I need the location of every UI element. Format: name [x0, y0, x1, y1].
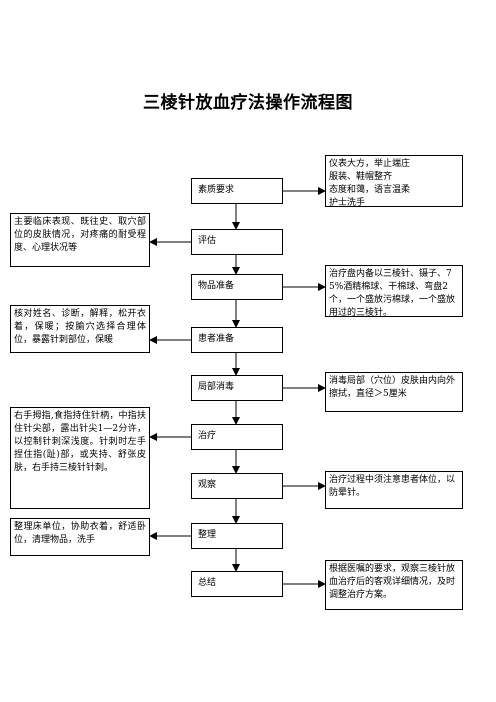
note-tidy-up: 整理床单位，协助衣着，舒适卧位，清理物品，洗手	[10, 518, 150, 556]
note-summary: 根据医嘱的要求，观察三棱针放血治疗后的客观详细情况，及时调整治疗方案。	[325, 560, 463, 610]
note-patient-preparation: 核对姓名、诊断，解释，松开衣着，保暖；按腧穴选择合理体位，暴露针刺部位，保暖	[10, 305, 150, 353]
step-quality-requirements: 素质要求	[191, 178, 283, 204]
note-quality-requirements: 仪表大方，举止端庄 服装、鞋帽整齐 态度和蔼，语言温柔 护士洗手	[325, 155, 463, 208]
note-local-disinfection: 消毒局部（穴位）皮肤由内向外擦拭，直径＞5厘米	[325, 372, 463, 412]
step-treatment: 治疗	[191, 424, 283, 450]
note-treatment: 右手拇指,食指持住针柄，中指扶住针尖部，露出针尖1—2分许，以控制针刺深浅度。针…	[10, 407, 150, 509]
step-summary: 总结	[191, 571, 283, 597]
page-title: 三棱针放血疗法操作流程图	[143, 93, 353, 113]
step-observation: 观察	[191, 473, 283, 499]
step-assessment: 评估	[191, 229, 283, 255]
step-tidy-up: 整理	[191, 523, 283, 549]
note-assessment: 主要临床表现、既往史、取穴部位的皮肤情况，对疼痛的耐受程度、心理状况等	[10, 213, 150, 267]
note-observation: 治疗过程中须注意患者体位，以防晕针。	[325, 471, 463, 509]
step-local-disinfection: 局部消毒	[191, 375, 283, 401]
step-supplies-preparation: 物品准备	[191, 274, 283, 300]
note-supplies-preparation: 治疗盘内备以三棱针、镊子、75%酒精棉球、干棉球、弯盘2个，一个盛放污棉球，一个…	[325, 265, 463, 318]
step-patient-preparation: 患者准备	[191, 327, 283, 353]
